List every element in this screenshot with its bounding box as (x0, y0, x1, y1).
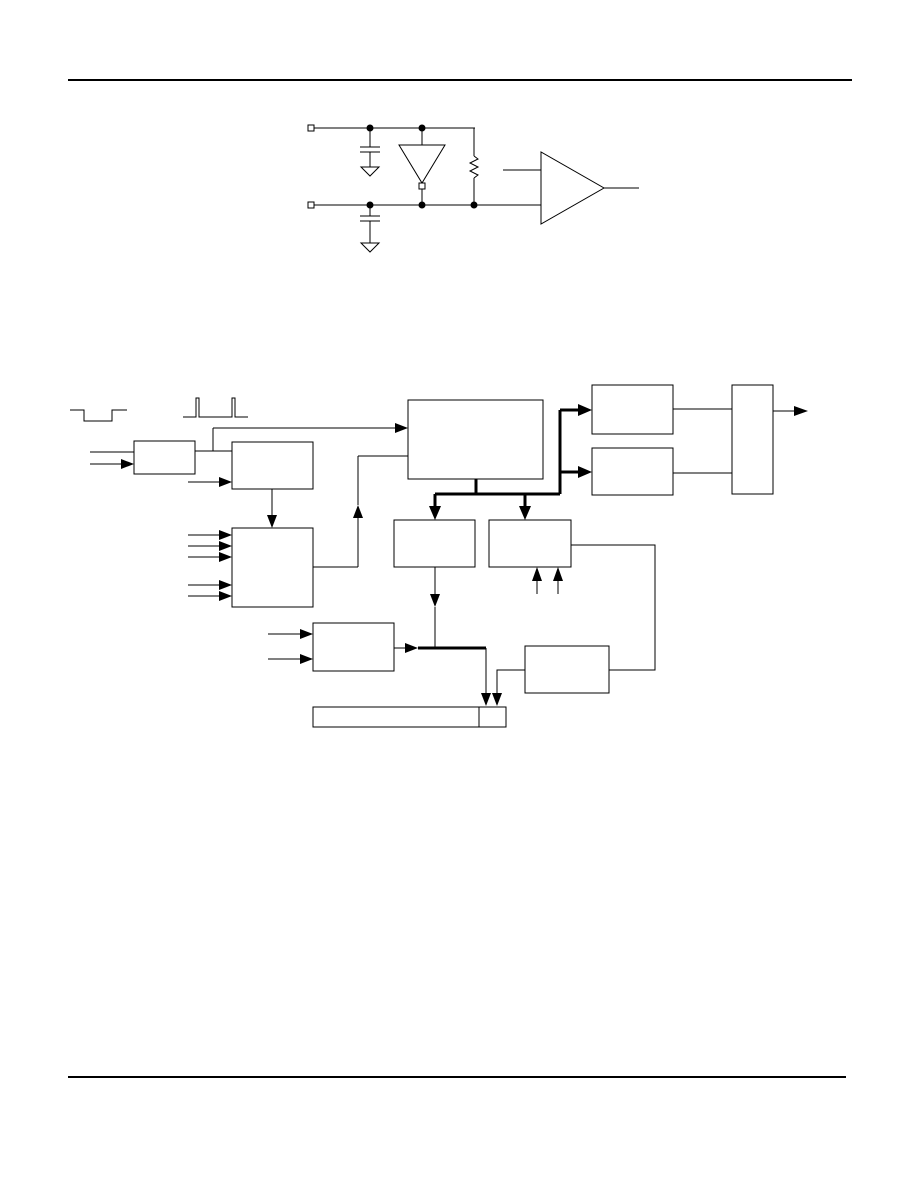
resistor-symbol (468, 128, 480, 205)
arrowhead (219, 530, 232, 540)
arrowhead (553, 567, 563, 581)
ground-symbol (359, 166, 381, 177)
arrowhead (121, 459, 134, 469)
arrowhead (219, 552, 232, 562)
terminal-in-b (307, 201, 315, 209)
arrowhead (430, 594, 440, 607)
arrowhead (219, 580, 232, 590)
block-timer (312, 622, 395, 672)
block-buffer-b (488, 519, 572, 568)
block-input-stage (133, 440, 196, 475)
arrowhead (578, 404, 592, 416)
arrowhead (481, 693, 491, 706)
block-main-processor (407, 399, 544, 480)
op-amp-symbol (503, 151, 639, 225)
arrowhead (578, 466, 592, 478)
input-protection-circuit (307, 124, 639, 253)
arrowhead (519, 506, 531, 520)
diode-symbol (398, 128, 446, 205)
block-bus-terminal (478, 706, 507, 728)
arrowhead (219, 591, 232, 601)
capacitor-bottom (359, 205, 381, 253)
arrowhead (794, 406, 808, 416)
negative-pulse-waveform (70, 409, 127, 422)
block-output-register-a (591, 384, 674, 435)
block-comparator (524, 645, 610, 694)
terminal-in-a (307, 124, 315, 132)
arrowhead (405, 643, 418, 653)
block-logic-array (231, 527, 314, 608)
ground-symbol (359, 242, 381, 253)
arrowhead (429, 506, 441, 520)
block-output-driver (731, 384, 774, 495)
arrowhead (219, 541, 232, 551)
arrowhead (395, 423, 408, 433)
arrowhead (492, 693, 502, 706)
arrowhead (267, 515, 277, 528)
capacitor-top (359, 128, 381, 177)
arrowhead (219, 477, 232, 487)
arrowhead (300, 654, 313, 664)
block-output-register-b (591, 447, 674, 496)
block-diagram (70, 384, 808, 728)
block-bus-strip (312, 706, 480, 728)
block-control (231, 441, 314, 490)
arrowhead (532, 567, 542, 581)
block-buffer-a (393, 519, 476, 568)
arrowhead (300, 629, 313, 639)
arrowhead (353, 505, 363, 518)
positive-pulse-train-waveform (183, 397, 248, 418)
